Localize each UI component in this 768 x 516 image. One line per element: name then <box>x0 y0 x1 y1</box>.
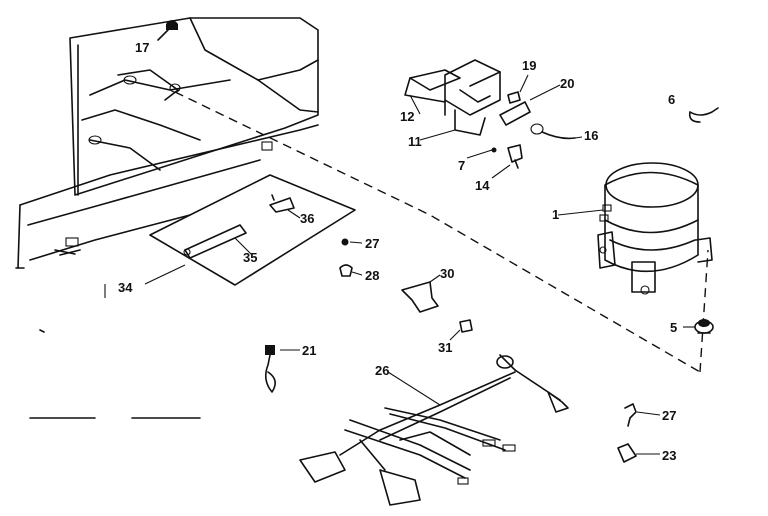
callout-34: 34 <box>118 280 133 295</box>
callout-7: 7 <box>458 158 465 173</box>
screw-27b-part-23 <box>617 403 637 463</box>
callout-16: 16 <box>584 128 598 143</box>
callout-6: 6 <box>668 92 675 107</box>
callout-27a: 27 <box>365 236 379 251</box>
part-5-grommet <box>694 319 714 334</box>
small-parts-19-20-16 <box>499 91 576 140</box>
callout-12: 12 <box>400 109 414 124</box>
callout-35: 35 <box>243 250 257 265</box>
callout-30: 30 <box>440 266 454 281</box>
callout-20: 20 <box>560 76 574 91</box>
callout-labels: 17 12 11 19 20 16 7 14 6 1 36 35 34 27 2… <box>118 40 677 463</box>
callout-28: 28 <box>365 268 379 283</box>
part-17-plug <box>157 20 178 41</box>
bracket-30 <box>401 281 473 333</box>
callout-23: 23 <box>662 448 676 463</box>
thermostat-21 <box>264 345 276 393</box>
screw-27-28 <box>339 238 353 277</box>
callout-5: 5 <box>670 320 677 335</box>
defrost-panel <box>149 174 356 286</box>
callout-17: 17 <box>135 40 149 55</box>
callout-1: 1 <box>552 207 559 222</box>
callout-14: 14 <box>475 178 490 193</box>
wire-harness-26 <box>299 354 569 506</box>
cabinet-liner <box>15 17 319 269</box>
callout-26: 26 <box>375 363 389 378</box>
compressor <box>597 162 713 295</box>
callout-19: 19 <box>522 58 536 73</box>
dashed-assembly-line <box>174 91 701 373</box>
callout-27b: 27 <box>662 408 676 423</box>
small-parts-7-14 <box>491 144 523 169</box>
relay-assembly <box>404 59 501 136</box>
part-6-clip <box>688 107 719 123</box>
leader-lines <box>104 74 695 455</box>
callout-36: 36 <box>300 211 314 226</box>
callout-31: 31 <box>438 340 452 355</box>
callout-11: 11 <box>408 134 422 149</box>
callout-21: 21 <box>302 343 316 358</box>
